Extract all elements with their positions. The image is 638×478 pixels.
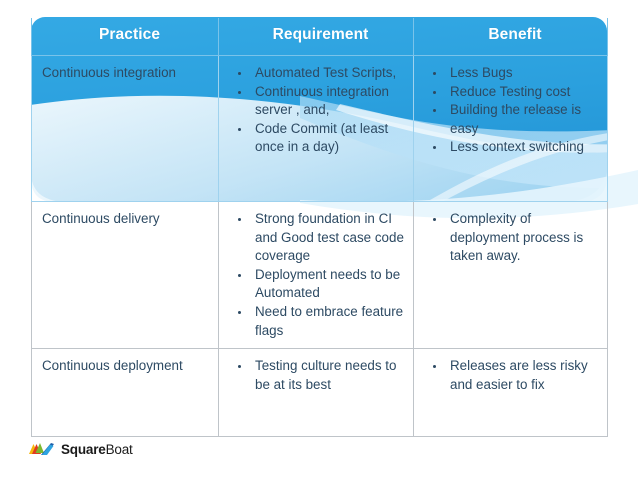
column-header-requirement-label: Requirement bbox=[272, 26, 369, 43]
cell-practice: Continuous delivery bbox=[31, 200, 219, 350]
table-row: Continuous deployment Testing culture ne… bbox=[31, 348, 608, 438]
table-row: Continuous delivery Strong foundation in… bbox=[31, 200, 608, 350]
list-item: Less Bugs bbox=[429, 64, 601, 83]
cell-practice: Continuous deployment bbox=[31, 348, 219, 438]
cell-benefit: Complexity of deployment process is take… bbox=[413, 200, 608, 350]
table-row: Continuous integration Automated Test Sc… bbox=[31, 55, 608, 202]
logo-word-boat: Boat bbox=[105, 442, 133, 457]
list-item: Automated Test Scripts, bbox=[234, 64, 407, 83]
benefit-list: Releases are less risky and easier to fi… bbox=[423, 357, 601, 394]
column-header-practice-label: Practice bbox=[98, 26, 161, 43]
list-item: Complexity of deployment process is take… bbox=[429, 210, 601, 266]
cell-benefit: Releases are less risky and easier to fi… bbox=[413, 348, 608, 438]
cell-practice: Continuous integration bbox=[31, 55, 219, 202]
practice-label: Continuous integration bbox=[42, 65, 176, 80]
practice-label: Continuous delivery bbox=[42, 211, 160, 226]
list-item: Less context switching bbox=[429, 138, 601, 157]
list-item: Releases are less risky and easier to fi… bbox=[429, 357, 601, 394]
table-header-row: Practice Requirement Benefit bbox=[31, 18, 608, 56]
list-item: Reduce Testing cost bbox=[429, 83, 601, 102]
list-item: Strong foundation in CI and Good test ca… bbox=[234, 210, 407, 266]
list-item: Need to embrace feature flags bbox=[234, 303, 407, 340]
list-item: Testing culture needs to be at its best bbox=[234, 357, 407, 394]
column-header-requirement: Requirement bbox=[218, 18, 414, 56]
requirement-list: Strong foundation in CI and Good test ca… bbox=[228, 210, 407, 340]
benefit-list: Less Bugs Reduce Testing cost Building t… bbox=[423, 64, 601, 157]
practice-requirement-benefit-table: Practice Requirement Benefit Continuous … bbox=[31, 18, 608, 438]
cell-requirement: Automated Test Scripts, Continuous integ… bbox=[218, 55, 414, 202]
cell-requirement: Testing culture needs to be at its best bbox=[218, 348, 414, 438]
cell-benefit: Less Bugs Reduce Testing cost Building t… bbox=[413, 55, 608, 202]
cell-requirement: Strong foundation in CI and Good test ca… bbox=[218, 200, 414, 350]
column-header-practice: Practice bbox=[31, 18, 219, 56]
practice-label: Continuous deployment bbox=[42, 358, 183, 374]
squareboat-logo: SquareBoat bbox=[29, 441, 133, 458]
requirement-list: Testing culture needs to be at its best bbox=[228, 357, 407, 394]
squareboat-mark-icon bbox=[29, 443, 54, 455]
list-item: Continuous integration server , and, bbox=[234, 83, 407, 120]
logo-word-square: Square bbox=[61, 442, 106, 457]
benefit-list: Complexity of deployment process is take… bbox=[423, 210, 601, 266]
squareboat-wordmark: SquareBoat bbox=[61, 442, 133, 457]
column-header-benefit: Benefit bbox=[413, 18, 608, 56]
list-item: Building the release is easy bbox=[429, 101, 601, 138]
list-item: Deployment needs to be Automated bbox=[234, 266, 407, 303]
requirement-list: Automated Test Scripts, Continuous integ… bbox=[228, 64, 407, 157]
column-header-benefit-label: Benefit bbox=[488, 26, 542, 43]
list-item: Code Commit (at least once in a day) bbox=[234, 120, 407, 157]
